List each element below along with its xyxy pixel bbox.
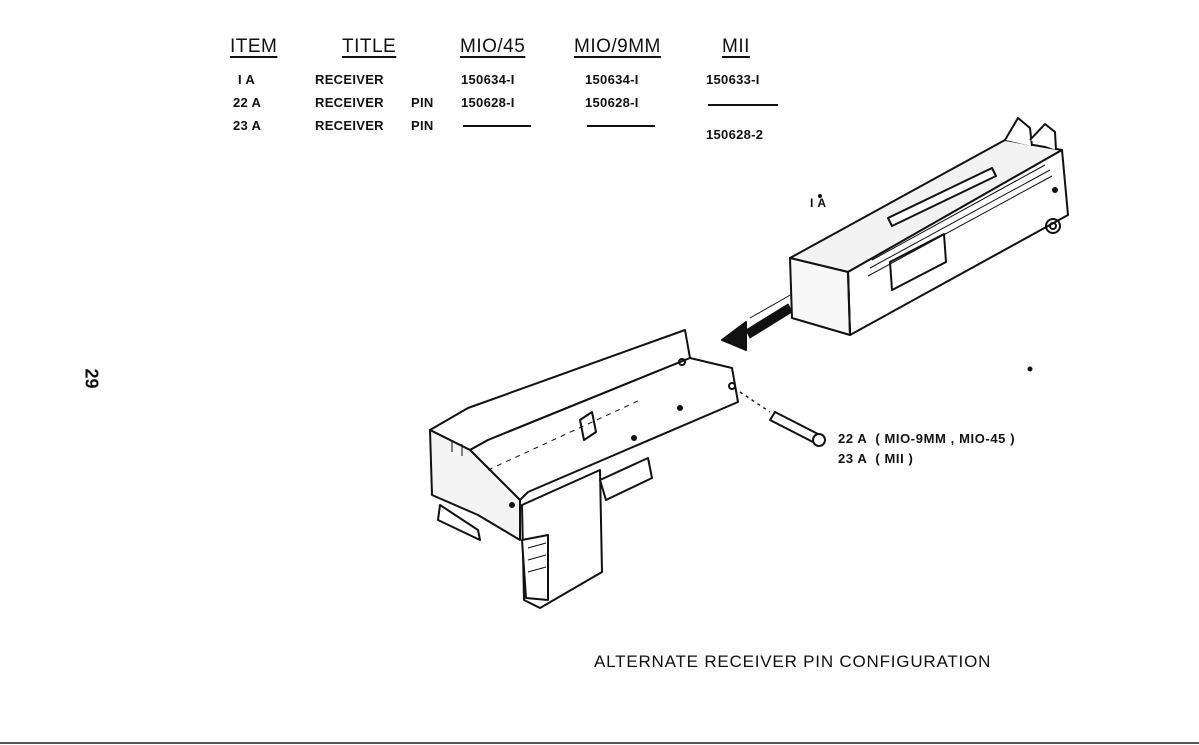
callout-receiver: I A [810,196,827,210]
receiver-part [790,118,1068,335]
callout-pin-line1: 22 A ( MIO-9MM , MIO-45 ) [838,431,1015,446]
lower-frame-part [430,330,738,608]
page-bottom-rule [0,742,1199,744]
figure-caption: ALTERNATE RECEIVER PIN CONFIGURATION [594,652,991,672]
receiver-pin-part [740,392,825,446]
assembly-arrow [722,294,792,350]
callout-pin-line2: 23 A ( MII ) [838,451,913,466]
